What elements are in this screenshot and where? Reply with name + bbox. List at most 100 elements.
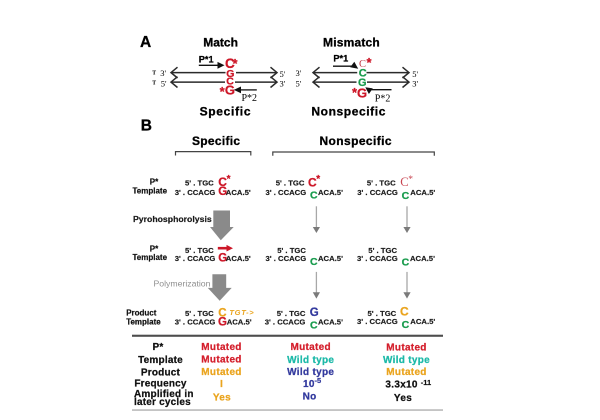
svg-text:3' . CCACG: 3' . CCACG [266, 254, 307, 263]
svg-text:5' . TGC: 5' . TGC [277, 309, 306, 318]
svg-text:-11: -11 [421, 378, 431, 387]
svg-text:C: C [402, 190, 410, 202]
svg-text:Template: Template [133, 187, 168, 196]
svg-text:*: * [367, 55, 373, 70]
svg-text:10: 10 [303, 379, 315, 390]
svg-text:5' . TGC: 5' . TGC [185, 179, 214, 188]
svg-text:ACA.5': ACA.5' [318, 188, 343, 197]
svg-text:3' . CCACG: 3' . CCACG [266, 188, 307, 197]
svg-text:P*: P* [150, 178, 159, 187]
svg-text:C: C [218, 175, 227, 189]
svg-text:Yes: Yes [394, 393, 412, 404]
svg-text:B: B [141, 117, 152, 134]
svg-text:*: * [233, 56, 239, 71]
svg-text:Frequency: Frequency [134, 379, 187, 390]
svg-text:5' . TGC: 5' . TGC [185, 309, 214, 318]
svg-text:Polymerization: Polymerization [154, 278, 211, 288]
svg-text:5' . TGC: 5' . TGC [368, 246, 397, 255]
svg-text:*: * [408, 175, 413, 185]
svg-text:3' . CCACG: 3' . CCACG [357, 188, 398, 197]
svg-text:3': 3' [296, 68, 302, 78]
svg-text:5' . TGC: 5' . TGC [368, 309, 397, 318]
svg-text:ACA.5': ACA.5' [318, 317, 343, 326]
svg-text:Mutated: Mutated [201, 342, 241, 353]
svg-text:C: C [226, 76, 234, 88]
svg-text:P*1: P*1 [199, 55, 214, 65]
svg-text:ACA.5': ACA.5' [226, 188, 251, 197]
svg-text:T: T [152, 71, 156, 77]
svg-text:C: C [310, 256, 318, 268]
svg-text:*: * [220, 84, 226, 99]
svg-text:5': 5' [412, 69, 418, 79]
svg-text:later cycles: later cycles [134, 397, 191, 408]
svg-text:*: * [316, 174, 320, 185]
svg-text:P*2: P*2 [375, 93, 391, 104]
svg-text:Mutated: Mutated [201, 354, 241, 365]
svg-text:3' . CCACG: 3' . CCACG [357, 254, 398, 263]
svg-text:Wild type: Wild type [287, 355, 334, 366]
svg-text:C: C [310, 190, 318, 202]
svg-text:3': 3' [280, 78, 286, 88]
svg-text:5' . TGC: 5' . TGC [276, 179, 305, 188]
svg-text:Template: Template [126, 317, 161, 326]
svg-text:Product: Product [141, 367, 181, 378]
svg-text:G: G [218, 253, 227, 265]
svg-text:G: G [310, 307, 319, 319]
svg-text:C: C [218, 308, 226, 320]
svg-text:C: C [225, 56, 235, 71]
svg-text:3' . CCACG: 3' . CCACG [175, 318, 216, 327]
svg-text:Specific: Specific [200, 105, 252, 119]
svg-text:C: C [402, 256, 410, 268]
svg-text:ACA.5': ACA.5' [226, 254, 251, 263]
svg-text:3' . CCACG: 3' . CCACG [265, 317, 306, 326]
svg-text:Amplified in: Amplified in [134, 389, 194, 400]
svg-text:G: G [218, 186, 227, 198]
svg-text:Nonspecific: Nonspecific [311, 105, 386, 119]
svg-text:Pyrohosphorolysis: Pyrohosphorolysis [133, 214, 212, 224]
svg-text:G: G [358, 77, 367, 89]
svg-text:*: * [227, 174, 231, 185]
svg-text:Yes: Yes [213, 392, 231, 403]
svg-text:P*2: P*2 [242, 93, 258, 104]
svg-text:ACA.5': ACA.5' [410, 254, 435, 263]
svg-text:ACA.5': ACA.5' [410, 317, 435, 326]
svg-text:G: G [357, 85, 367, 100]
svg-text:ACA.5': ACA.5' [410, 188, 435, 197]
svg-text:C: C [359, 67, 367, 79]
svg-text:C: C [359, 59, 366, 70]
svg-text:P*: P* [153, 342, 164, 353]
svg-text:No: No [303, 392, 317, 403]
svg-text:Product: Product [126, 309, 157, 318]
svg-text:C: C [310, 320, 318, 332]
svg-text:*: * [352, 85, 358, 100]
svg-text:Wild type: Wild type [383, 355, 430, 366]
svg-text:P*: P* [150, 245, 159, 254]
svg-text:G: G [218, 316, 227, 328]
svg-text:G: G [226, 68, 234, 80]
svg-text:5': 5' [296, 78, 302, 88]
svg-text:5': 5' [280, 69, 286, 79]
svg-text:ACA.5': ACA.5' [227, 318, 252, 327]
svg-text:Specific: Specific [192, 134, 240, 148]
svg-text:3': 3' [160, 68, 166, 78]
svg-text:5': 5' [161, 78, 167, 88]
svg-text:-5: -5 [315, 376, 322, 385]
svg-text:G: G [225, 83, 235, 98]
svg-text:Mutated: Mutated [386, 367, 426, 378]
svg-text:3' . CCACG: 3' . CCACG [175, 254, 216, 263]
svg-text:Mismatch: Mismatch [323, 36, 380, 50]
svg-text:A: A [140, 34, 151, 51]
svg-text:3' . CCACG: 3' . CCACG [175, 188, 216, 197]
svg-text:Match: Match [203, 35, 238, 49]
svg-text:Wild type: Wild type [287, 367, 334, 378]
svg-text:C: C [400, 175, 408, 189]
svg-text:3.3x10: 3.3x10 [385, 380, 418, 391]
svg-text:5' . TGC: 5' . TGC [277, 246, 306, 255]
svg-text:Mutated: Mutated [386, 342, 426, 353]
svg-text:Template: Template [133, 253, 168, 262]
svg-text:5' . TGC: 5' . TGC [185, 246, 214, 255]
svg-text:5' . TGC: 5' . TGC [367, 179, 396, 188]
svg-text:Mutated: Mutated [201, 367, 241, 378]
svg-text:Template: Template [138, 355, 183, 366]
svg-text:ACA.5': ACA.5' [318, 254, 343, 263]
